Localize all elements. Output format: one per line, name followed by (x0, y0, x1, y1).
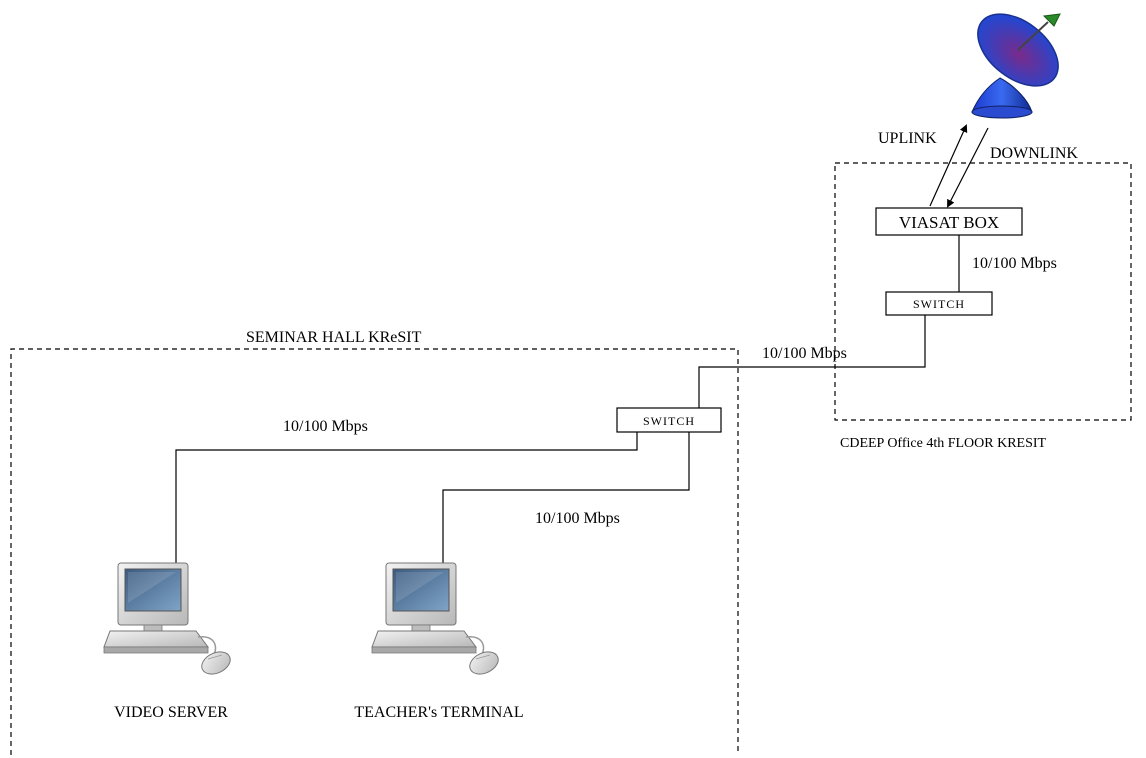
cdeep-switch-label: SWITCH (913, 297, 965, 311)
bandwidth-switch-switch: 10/100 Mbps (762, 345, 847, 362)
downlink-label: DOWNLINK (990, 145, 1078, 162)
bandwidth-switch-teacher-terminal: 10/100 Mbps (535, 510, 620, 527)
teacher-terminal-label: TEACHER's TERMINAL (354, 704, 523, 721)
bandwidth-switch-video-server: 10/100 Mbps (283, 418, 368, 435)
video-server-label: VIDEO SERVER (114, 704, 228, 721)
viasat-box-label: VIASAT BOX (899, 213, 999, 232)
switch-teacher-terminal-link (443, 432, 689, 565)
seminar-switch-label: SWITCH (643, 414, 695, 428)
bandwidth-viasat-switch: 10/100 Mbps (972, 255, 1057, 272)
teacher-terminal-computer-icon (372, 563, 502, 678)
seminar-hall-label: SEMINAR HALL KReSIT (246, 329, 422, 346)
uplink-label: UPLINK (878, 130, 937, 147)
switch-video-server-link (176, 432, 637, 565)
downlink-arrow (948, 128, 988, 206)
cdeep-office-label: CDEEP Office 4th FLOOR KRESIT (840, 436, 1047, 451)
satellite-dish-icon (965, 0, 1072, 118)
video-server-computer-icon (104, 563, 234, 678)
